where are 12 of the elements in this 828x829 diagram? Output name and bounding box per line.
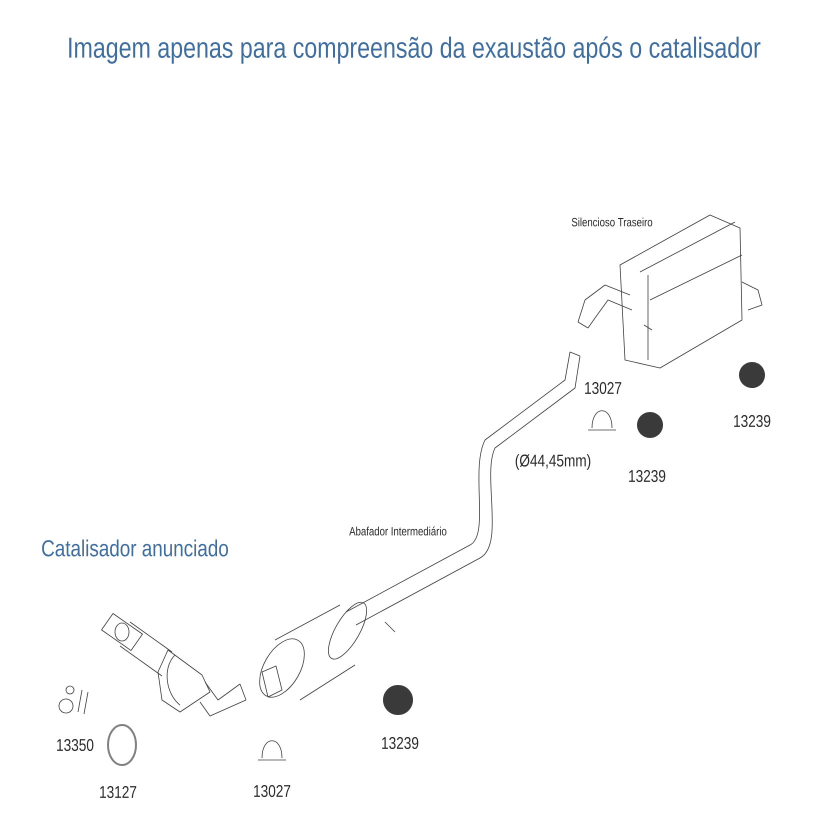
dimension-label: (Ø44,45mm) <box>516 454 590 470</box>
part-name: Abafador Intermediário <box>349 526 446 536</box>
title: Imagem apenas para compreensão da exaustão após o catalisador <box>69 36 760 64</box>
part-number: 13027 <box>254 784 290 798</box>
part-name: Silencioso Traseiro <box>572 218 652 226</box>
part-number: 13027 <box>585 382 622 394</box>
part-number: 13239 <box>734 414 770 428</box>
section-heading: Catalisador anunciado <box>42 540 228 556</box>
part-number: 13127 <box>100 786 136 798</box>
part-number: 13350 <box>57 738 94 752</box>
part-number: 13239 <box>382 736 418 750</box>
part-number: 13239 <box>629 470 666 482</box>
